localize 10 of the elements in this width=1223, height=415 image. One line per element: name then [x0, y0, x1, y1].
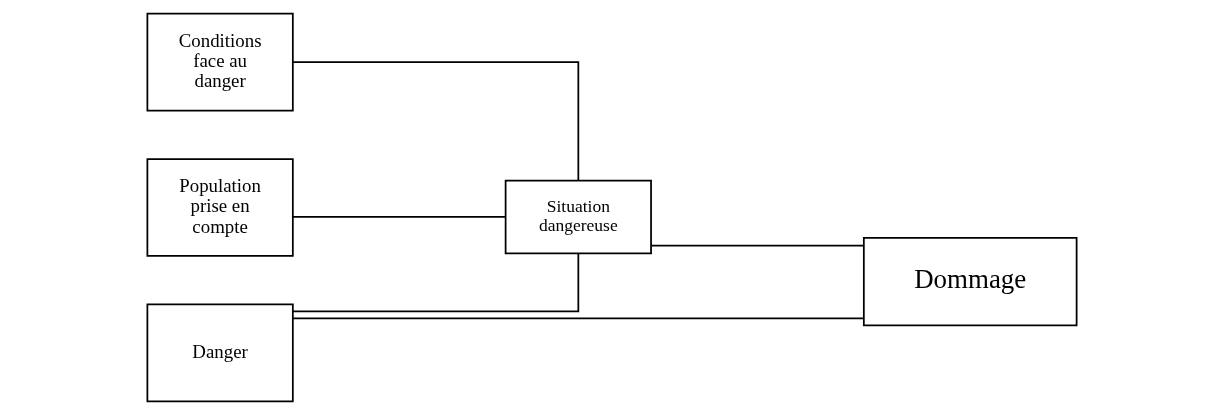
- node-box: Dommage: [862, 236, 1077, 327]
- node-box: Danger: [146, 303, 294, 403]
- connector: [291, 216, 506, 218]
- connector: [291, 61, 579, 182]
- node-box: Population prise en compte: [146, 158, 294, 257]
- node-box: Conditions face au danger: [146, 12, 294, 112]
- connector: [649, 244, 865, 247]
- connector: [291, 317, 864, 320]
- node-box: Situation dangereuse: [504, 179, 652, 255]
- connector: [291, 252, 579, 313]
